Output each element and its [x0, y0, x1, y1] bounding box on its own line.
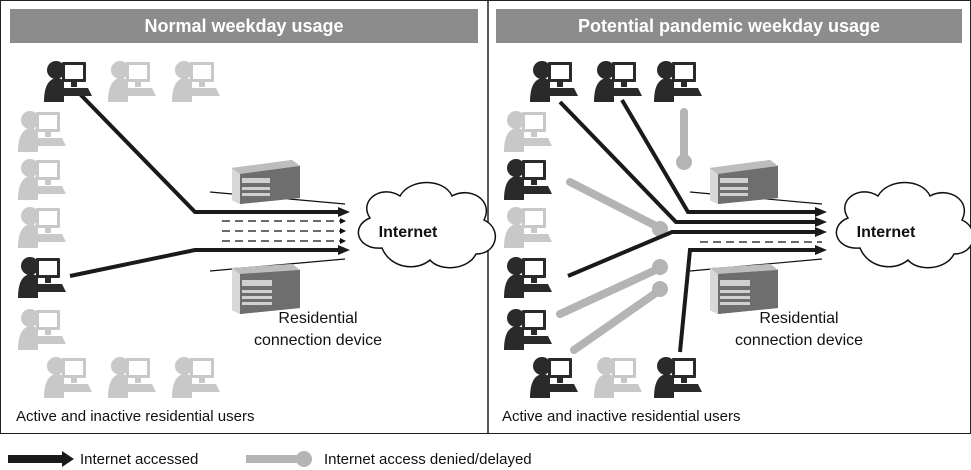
connection-tunnel — [209, 191, 346, 272]
legend-accessed-swatch — [8, 451, 74, 467]
panel-title: Potential pandemic weekday usage — [578, 16, 880, 36]
active-user-icon — [18, 257, 66, 298]
inactive-user-icon — [18, 111, 66, 152]
inactive-user-icon — [504, 207, 552, 248]
arrowhead — [338, 207, 350, 217]
device-label-line1: Residential — [278, 310, 357, 327]
active-user-icon — [504, 309, 552, 350]
inactive-user-icon — [172, 357, 220, 398]
denied-endpoint — [652, 221, 668, 237]
legend-accessed-label: Internet accessed — [80, 451, 198, 468]
active-connection-line — [76, 90, 345, 214]
active-user-icon — [504, 257, 552, 298]
inactive-user-icon — [108, 357, 156, 398]
active-user-icon — [594, 61, 642, 102]
denied-endpoint — [652, 281, 668, 297]
panel-title: Normal weekday usage — [144, 16, 343, 36]
active-connection-line — [69, 248, 345, 278]
panel-normal: Normal weekday usage Internet Residentia… — [10, 9, 497, 425]
inactive-user-icon — [18, 159, 66, 200]
panel-pandemic: Potential pandemic weekday usage — [496, 9, 971, 425]
active-user-icon — [44, 61, 92, 102]
users-caption: Active and inactive residential users — [502, 408, 740, 425]
inactive-user-icon — [108, 61, 156, 102]
device-label-line2: connection device — [254, 332, 382, 349]
inactive-user-icon — [504, 111, 552, 152]
inactive-user-icon — [44, 357, 92, 398]
denied-connections — [556, 108, 688, 354]
active-user-icon — [654, 357, 702, 398]
inactive-user-icon — [172, 61, 220, 102]
users-caption: Active and inactive residential users — [16, 408, 254, 425]
cloud-label: Internet — [379, 224, 438, 241]
arrowhead — [338, 245, 350, 255]
cloud-label: Internet — [857, 224, 916, 241]
inactive-user-icon — [18, 207, 66, 248]
inactive-user-icon — [18, 309, 66, 350]
server-icon — [232, 264, 300, 314]
legend-denied-label: Internet access denied/delayed — [324, 451, 532, 468]
denied-endpoint — [676, 154, 692, 170]
active-user-icon — [530, 61, 578, 102]
legend-denied-swatch — [246, 451, 312, 467]
denied-endpoint — [652, 259, 668, 275]
server-icon — [710, 264, 778, 314]
server-icon — [710, 160, 778, 204]
server-icon — [232, 160, 300, 204]
active-connections — [558, 98, 822, 353]
active-user-icon — [530, 357, 578, 398]
device-label-line2: connection device — [735, 332, 863, 349]
active-user-icon — [654, 61, 702, 102]
legend: Internet accessed Internet access denied… — [8, 451, 532, 468]
device-label-line1: Residential — [759, 310, 838, 327]
panel-title-bar — [496, 9, 962, 43]
inactive-user-icon — [594, 357, 642, 398]
panel-title-bar — [10, 9, 478, 43]
active-user-icon — [504, 159, 552, 200]
